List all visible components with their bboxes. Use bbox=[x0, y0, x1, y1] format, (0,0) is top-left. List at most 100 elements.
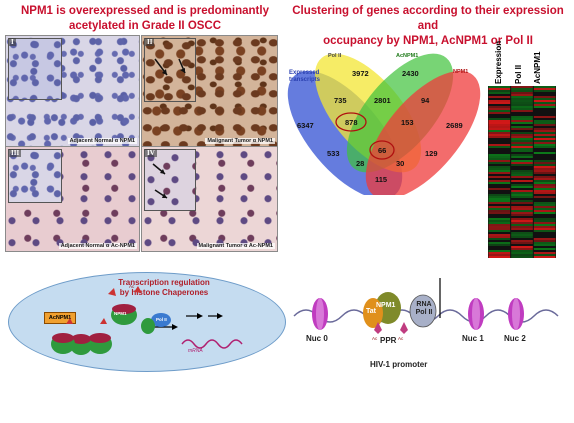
heatmap-cell bbox=[533, 202, 556, 204]
heatmap-cell bbox=[533, 244, 556, 246]
heatmap-cell bbox=[488, 128, 511, 130]
heatmap-cell bbox=[511, 98, 533, 100]
heatmap-cell bbox=[488, 136, 511, 138]
heatmap-cell bbox=[533, 100, 556, 102]
ppr-label: PPR bbox=[380, 336, 397, 345]
heatmap-cell bbox=[511, 156, 533, 158]
heatmap-cell bbox=[511, 170, 533, 172]
heatmap-cell bbox=[488, 144, 511, 146]
heatmap-cell bbox=[533, 172, 556, 174]
heatmap-cell bbox=[533, 140, 556, 142]
heatmap-cell bbox=[488, 172, 511, 174]
heatmap-cell bbox=[533, 192, 556, 194]
heatmap-cell bbox=[511, 144, 533, 146]
heatmap-cell bbox=[488, 180, 511, 182]
heatmap-cell bbox=[488, 224, 511, 226]
chaperone-title-line2: by histone Chaperones bbox=[119, 288, 209, 297]
heatmap-cell bbox=[511, 154, 533, 156]
heatmap-cell bbox=[511, 148, 533, 150]
chaperone-title: Transcription regulation by histone Chap… bbox=[94, 278, 234, 298]
heatmap-cell bbox=[533, 96, 556, 98]
heatmap bbox=[488, 86, 556, 258]
chaperone-figure: Transcription regulation by histone Chap… bbox=[4, 266, 292, 378]
heatmap-cell bbox=[488, 220, 511, 222]
heatmap-cell bbox=[533, 228, 556, 230]
ac-label-2: Ac bbox=[398, 336, 404, 341]
heatmap-cell bbox=[511, 240, 533, 242]
heatmap-cell bbox=[511, 164, 533, 166]
heatmap-cell bbox=[511, 106, 533, 108]
heatmap-header: Expression Pol II AcNPM1 bbox=[488, 40, 556, 86]
heatmap-cell bbox=[511, 118, 533, 120]
heatmap-cell bbox=[533, 170, 556, 172]
heatmap-cell bbox=[533, 222, 556, 224]
heatmap-cell bbox=[488, 188, 511, 190]
hiv-promoter-figure: Tat NPM1 RNA Pol II Ac Ac Nuc 0 PPR Nuc … bbox=[290, 266, 564, 386]
heatmap-cell bbox=[533, 208, 556, 210]
heatmap-cell bbox=[488, 156, 511, 158]
heatmap-cell bbox=[533, 134, 556, 136]
heatmap-cell bbox=[511, 200, 533, 202]
ac-chaperone-label: Ac bbox=[129, 284, 135, 289]
heatmap-cell bbox=[511, 116, 533, 118]
heatmap-cell bbox=[488, 206, 511, 208]
heatmap-cell bbox=[533, 102, 556, 104]
heatmap-cell bbox=[488, 86, 511, 88]
venn-label-transcripts: transcripts bbox=[289, 77, 321, 83]
heatmap-cell bbox=[533, 220, 556, 222]
heatmap-cell bbox=[533, 128, 556, 130]
heatmap-cell bbox=[533, 204, 556, 206]
venn-label-acnpm1: AcNPM1 bbox=[396, 53, 418, 59]
heatmap-cell bbox=[488, 238, 511, 240]
venn-label-pol2: Pol II bbox=[328, 53, 342, 59]
heatmap-cell bbox=[488, 236, 511, 238]
heatmap-cell bbox=[533, 98, 556, 100]
venn-diagram: Expressed transcripts Pol II AcNPM1 NPM1… bbox=[287, 53, 481, 195]
heatmap-cell bbox=[488, 162, 511, 164]
heatmap-cell bbox=[511, 210, 533, 212]
heatmap-cell bbox=[533, 146, 556, 148]
heatmap-cell bbox=[533, 254, 556, 256]
heatmap-cell bbox=[511, 226, 533, 228]
npm1-chaperone-label: NPM1 bbox=[114, 311, 127, 316]
heatmap-cell bbox=[533, 138, 556, 140]
heatmap-cell bbox=[511, 122, 533, 124]
heatmap-cell bbox=[488, 120, 511, 122]
venn-label-expressed: Expressed bbox=[289, 70, 320, 76]
heatmap-cell bbox=[511, 126, 533, 128]
pol2-chaperone-label: Pol II bbox=[156, 317, 167, 322]
heatmap-cell bbox=[511, 140, 533, 142]
ac-label-1: Ac bbox=[372, 336, 378, 341]
heatmap-cell bbox=[533, 248, 556, 250]
heatmap-cell bbox=[488, 254, 511, 256]
heatmap-cell bbox=[511, 146, 533, 148]
histology-panel-2: II Malignant Tumor α NPM1 bbox=[141, 35, 278, 147]
highlight-ring-878 bbox=[335, 112, 367, 132]
heatmap-cell bbox=[488, 102, 511, 104]
heatmap-cell bbox=[533, 196, 556, 198]
heatmap-cell bbox=[533, 206, 556, 208]
heatmap-cell bbox=[533, 124, 556, 126]
promoter-drawing bbox=[293, 278, 559, 334]
histology-inset-2 bbox=[144, 38, 196, 102]
histology-inset-4 bbox=[144, 149, 196, 211]
heatmap-cell bbox=[511, 108, 533, 110]
heatmap-cell bbox=[488, 132, 511, 134]
panel-number: III bbox=[9, 149, 22, 157]
heatmap-cell bbox=[511, 252, 533, 254]
heatmap-cell bbox=[533, 152, 556, 154]
heatmap-cell bbox=[533, 190, 556, 192]
heatmap-cell bbox=[511, 234, 533, 236]
heatmap-cell bbox=[488, 110, 511, 112]
panel-caption: Malignant Tumor α Ac-NPM1 bbox=[196, 243, 275, 249]
heatmap-cell bbox=[511, 176, 533, 178]
heatmap-cell bbox=[488, 130, 511, 132]
venn-ellipse-npm1 bbox=[365, 70, 481, 195]
heatmap-cell bbox=[533, 240, 556, 242]
heatmap-cell bbox=[533, 120, 556, 122]
nuc1-label: Nuc 1 bbox=[462, 334, 484, 343]
heatmap-cell bbox=[533, 88, 556, 90]
heatmap-cell bbox=[533, 168, 556, 170]
heatmap-cell bbox=[511, 110, 533, 112]
heatmap-cell bbox=[533, 230, 556, 232]
